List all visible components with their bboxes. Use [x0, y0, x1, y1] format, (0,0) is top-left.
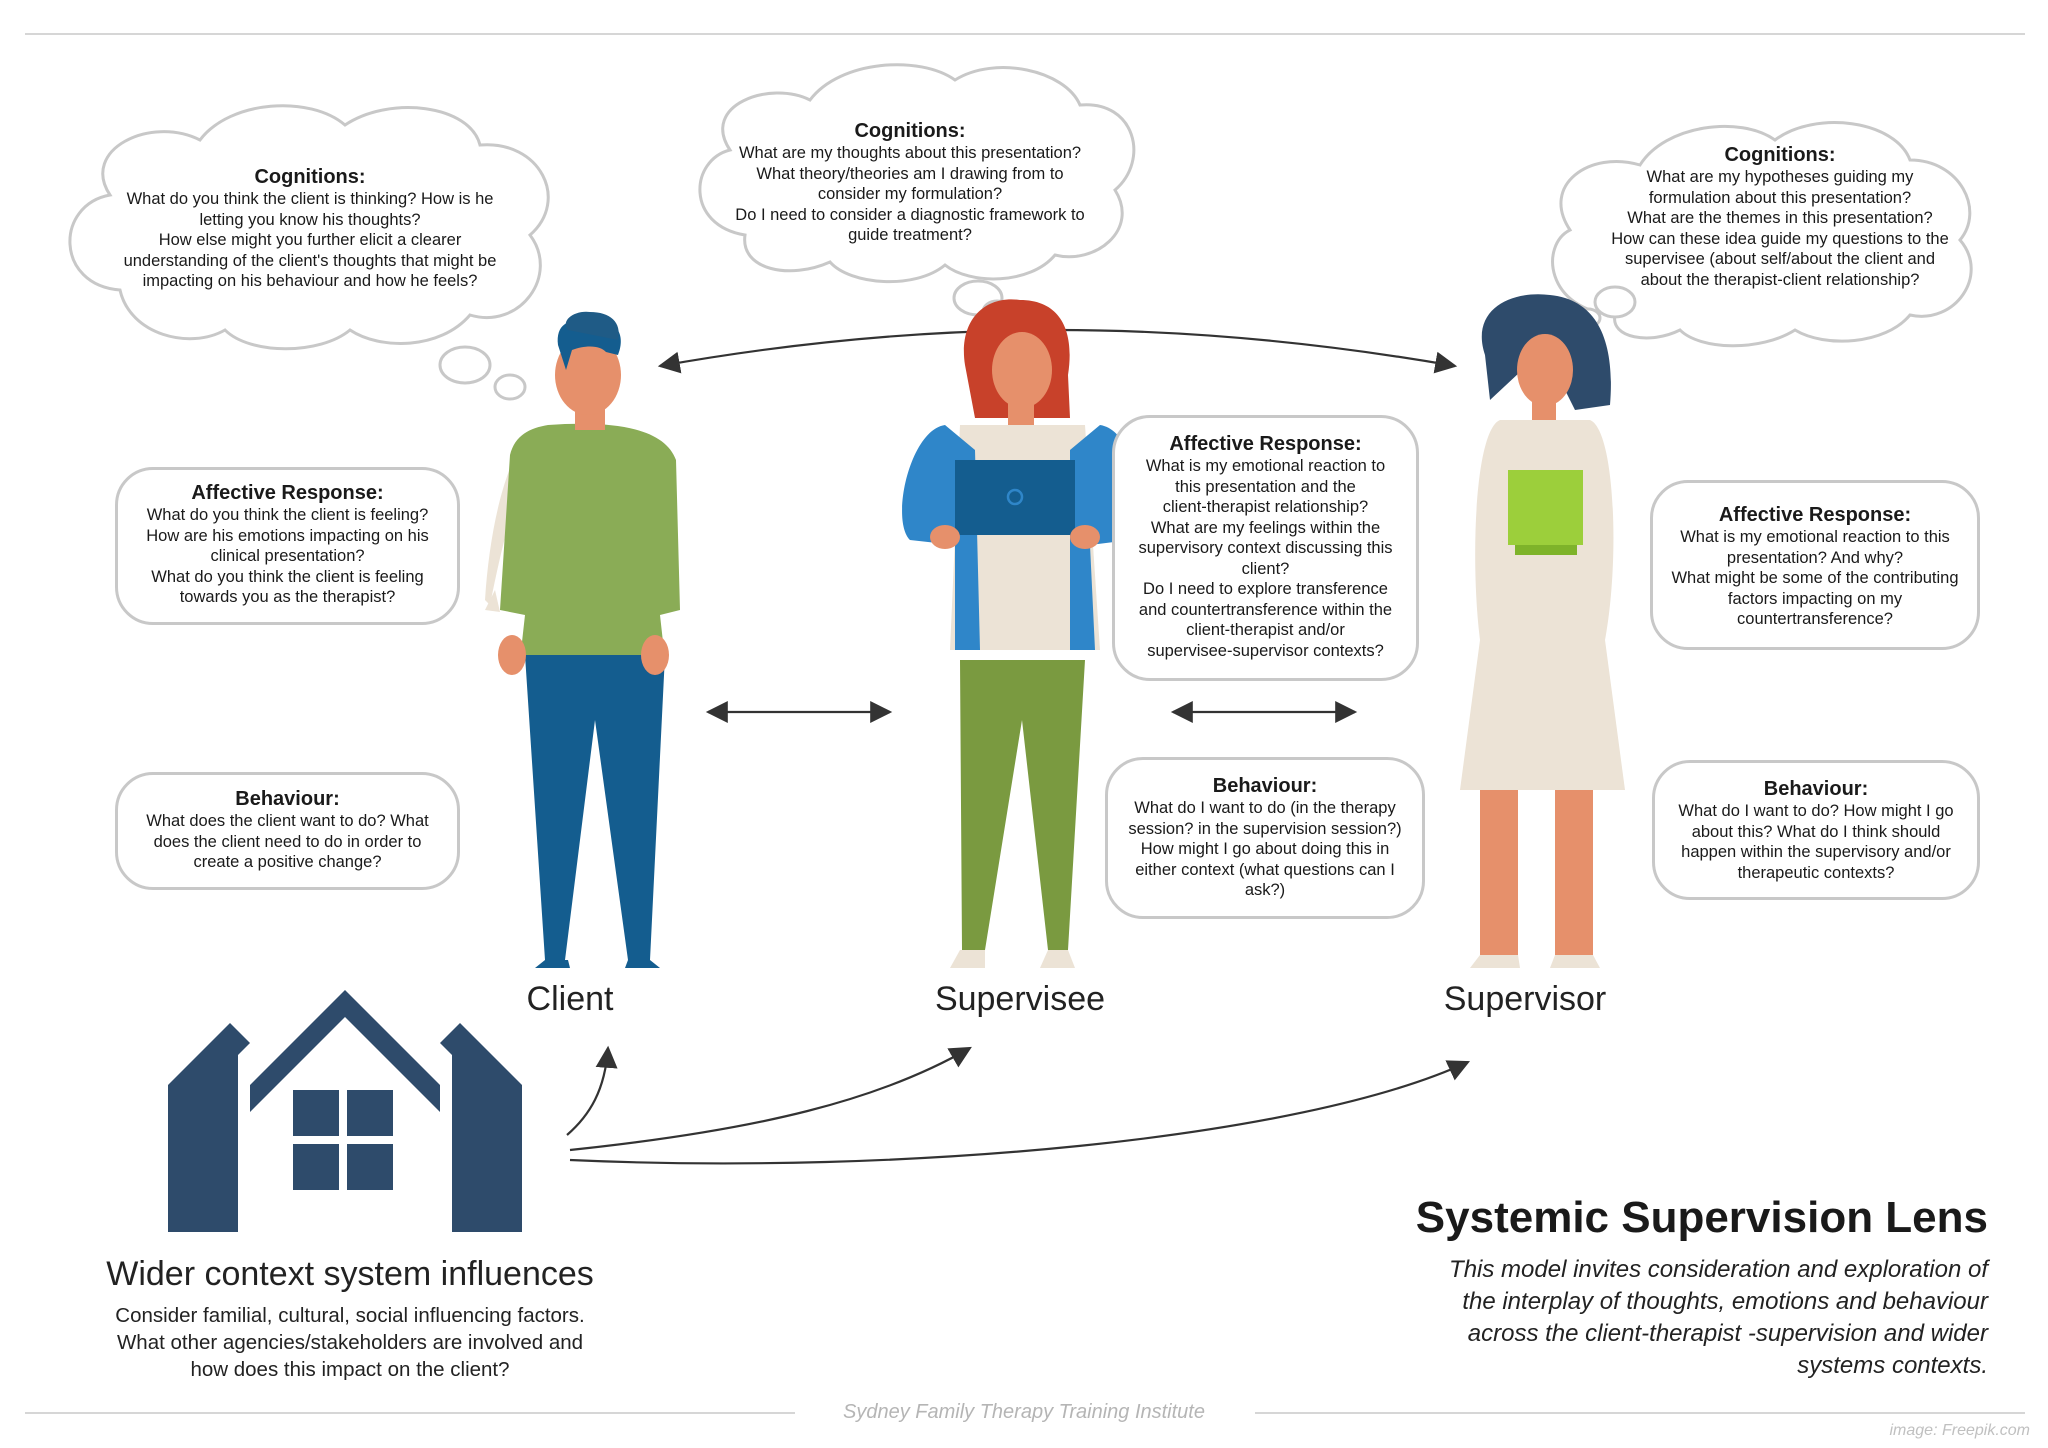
bubble-line: How are his emotions impacting on his	[146, 526, 429, 545]
lens-line: This model invites consideration and exp…	[1449, 1256, 1988, 1283]
bubble-line: What is my emotional reaction to this	[1680, 528, 1950, 546]
client-label: Client	[526, 980, 614, 1018]
supervisee-behaviour-bubble: Behaviour: What do I want to do (in the …	[1105, 757, 1425, 919]
bubble-line: supervisee-supervisor contexts?	[1147, 641, 1384, 660]
supervisor-behaviour-bubble: Behaviour: What do I want to do? How mig…	[1652, 760, 1980, 900]
cloud-supervisor-line: about the therapist-client relationship?	[1640, 270, 1920, 289]
cloud-client-line: What do you think the client is thinking…	[126, 190, 494, 208]
footer-institute: Sydney Family Therapy Training Institute	[842, 1401, 1205, 1423]
cloud-supervisor-line: formulation about this presentation?	[1648, 188, 1912, 207]
supervisor-figure	[1460, 294, 1625, 968]
cloud-client-line: How else might you further elicit a clea…	[158, 231, 462, 249]
bubble-line: client?	[1241, 559, 1290, 578]
cloud-client-text: Cognitions: What do you think the client…	[120, 165, 500, 292]
cloud-supervisor-line: What are the themes in this presentation…	[1627, 209, 1933, 227]
bubble-heading: Behaviour:	[235, 788, 340, 810]
house-icon	[168, 990, 522, 1232]
wider-context-body: Consider familial, cultural, social infl…	[80, 1302, 620, 1383]
bubble-line: ask?)	[1244, 881, 1286, 899]
bubble-line: client-therapist and/or	[1186, 621, 1345, 639]
bubble-line: What does the client want to do? What	[146, 812, 429, 830]
arrow-house-client	[566, 1045, 618, 1136]
bubble-line: happen within the supervisory and/or	[1681, 843, 1951, 861]
arrow-house-supervisee	[569, 1046, 972, 1152]
bubble-line: client-therapist relationship?	[1162, 498, 1369, 516]
supervisee-affect-bubble: Affective Response: What is my emotional…	[1112, 415, 1419, 681]
bubble-heading: Behaviour:	[1212, 775, 1318, 797]
bubble-line: How might I go about doing this in	[1140, 840, 1390, 858]
lens-title: Systemic Supervision Lens	[1415, 1193, 1988, 1242]
bubble-line: supervisory context discussing this	[1138, 539, 1393, 557]
thought-cloud-client	[68, 104, 550, 401]
bubble-line: What do I want to do? How might I go	[1678, 802, 1954, 820]
supervisee-label: Supervisee	[934, 980, 1106, 1018]
bubble-line: about this? What do I think should	[1691, 822, 1941, 841]
bubble-line: session? in the supervision session?)	[1128, 819, 1402, 838]
bubble-heading: Affective Response:	[1718, 504, 1912, 526]
cloud-client-line: impacting on his behaviour and how he fe…	[142, 272, 478, 290]
client-figure	[485, 311, 680, 968]
cloud-client-heading: Cognitions:	[254, 166, 366, 188]
bubble-line: clinical presentation?	[210, 547, 365, 565]
cloud-supervisee-line: What theory/theories am I drawing from t…	[756, 164, 1064, 183]
bubble-line: presentation? And why?	[1726, 548, 1904, 567]
cloud-supervisee-heading: Cognitions:	[854, 120, 966, 142]
cloud-supervisor-line: What are my hypotheses guiding my	[1646, 168, 1914, 186]
bubble-line: countertransference?	[1737, 610, 1893, 628]
image-credit: image: Freepik.com	[1889, 1422, 2031, 1439]
wider-context-line: What other agencies/stakeholders are inv…	[116, 1331, 584, 1354]
bubble-line: therapeutic contexts?	[1737, 863, 1895, 882]
bubble-line: and countertransference within the	[1138, 600, 1393, 619]
bubble-line: What might be some of the contributing	[1671, 569, 1959, 587]
cloud-supervisor-line: How can these idea guide my questions to…	[1611, 229, 1949, 248]
bubble-line: What are my feelings within the	[1150, 518, 1381, 537]
bubble-line: What do you think the client is feeling	[151, 567, 424, 586]
bubble-line: What do you think the client is feeling?	[146, 506, 429, 524]
lens-description: This model invites consideration and exp…	[1348, 1254, 1988, 1382]
bubble-heading: Affective Response:	[1169, 433, 1362, 455]
bubble-heading: Affective Response:	[191, 482, 384, 504]
bubble-line: does the client need to do in order to	[153, 832, 422, 851]
cloud-supervisee-line: What are my thoughts about this presenta…	[738, 144, 1082, 162]
cloud-supervisee-text: Cognitions: What are my thoughts about t…	[720, 119, 1100, 246]
supervisor-label: Supervisor	[1443, 980, 1607, 1018]
bubble-line: either context (what questions can I	[1135, 860, 1395, 879]
wider-context-line: Consider familial, cultural, social infl…	[115, 1304, 585, 1327]
bubble-line: What is my emotional reaction to	[1145, 457, 1386, 475]
cloud-supervisee-line: consider my formulation?	[817, 185, 1003, 203]
bubble-line: factors impacting on my	[1727, 589, 1903, 608]
cloud-supervisor-heading: Cognitions:	[1724, 144, 1836, 166]
supervisor-affect-bubble: Affective Response: What is my emotional…	[1650, 480, 1980, 650]
cloud-supervisee-line: Do I need to consider a diagnostic frame…	[735, 205, 1085, 224]
supervisee-figure	[902, 299, 1139, 968]
bubble-line: create a positive change?	[193, 853, 382, 871]
cloud-supervisor-text: Cognitions: What are my hypotheses guidi…	[1600, 143, 1960, 290]
lens-line: across the client-therapist -supervision…	[1467, 1320, 1988, 1347]
client-affect-bubble: Affective Response: What do you think th…	[115, 467, 460, 625]
cloud-supervisor-line: supervisee (about self/about the client …	[1624, 250, 1936, 268]
arrow-house-supervisor	[569, 1060, 1470, 1165]
lens-line: the interplay of thoughts, emotions and …	[1462, 1288, 1988, 1315]
bubble-heading: Behaviour:	[1763, 778, 1869, 800]
lens-line: systems contexts.	[1797, 1352, 1988, 1379]
bubble-line: towards you as the therapist?	[179, 588, 396, 606]
cloud-client-line: understanding of the client's thoughts t…	[123, 251, 497, 270]
bubble-line: this presentation and the	[1175, 477, 1356, 496]
bubble-line: What do I want to do (in the therapy	[1134, 799, 1396, 817]
wider-context-line: how does this impact on the client?	[190, 1358, 510, 1381]
cloud-client-line: letting you know his thoughts?	[199, 210, 421, 229]
cloud-supervisee-line: guide treatment?	[848, 226, 972, 244]
bubble-line: Do I need to explore transference	[1143, 580, 1388, 598]
wider-context-title: Wider context system influences	[106, 1255, 594, 1293]
client-behaviour-bubble: Behaviour: What does the client want to …	[115, 772, 460, 890]
